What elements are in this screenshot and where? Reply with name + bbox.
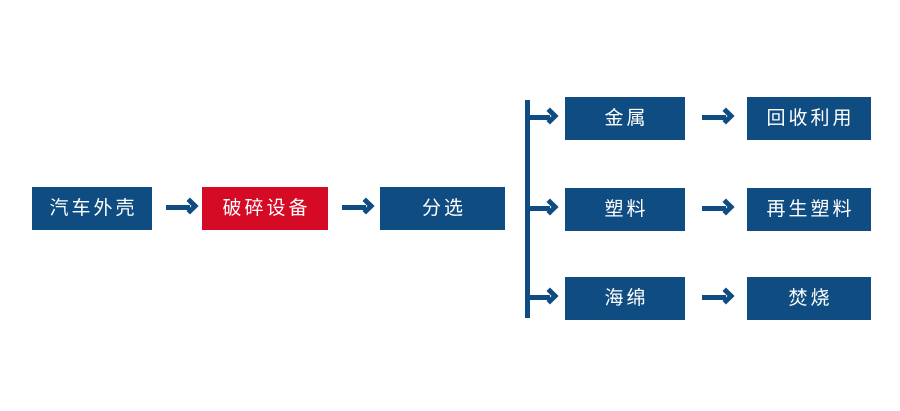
- arrow-shaft: [702, 206, 726, 211]
- arrow-shaft: [702, 115, 726, 120]
- arrow-head: [541, 198, 559, 216]
- arrow-head: [717, 287, 735, 305]
- node-plastic-outcome[interactable]: 再生塑料: [747, 188, 871, 231]
- arrow-crusher-to-sorting: [342, 197, 375, 219]
- arrow-shell-to-crusher: [166, 197, 199, 219]
- node-crusher-label: 破碎设备: [222, 198, 311, 219]
- node-metal-material-label: 金属: [604, 108, 649, 129]
- arrow-head: [181, 197, 199, 215]
- node-sponge-material-label: 海绵: [604, 288, 649, 309]
- node-plastic-material[interactable]: 塑料: [565, 188, 685, 231]
- arrow-head: [717, 198, 735, 216]
- arrow-spine-to-metal: [525, 107, 559, 129]
- arrow-sponge-to-burn: [702, 287, 735, 309]
- arrow-shaft: [525, 295, 550, 300]
- node-sorting-label: 分选: [421, 198, 466, 219]
- arrow-shaft: [702, 295, 726, 300]
- arrow-metal-to-recycle: [702, 107, 735, 129]
- arrow-head: [541, 287, 559, 305]
- arrow-spine-to-plastic: [525, 198, 559, 220]
- node-car-shell-label: 汽车外壳: [49, 198, 138, 219]
- node-plastic-outcome-label: 再生塑料: [766, 199, 855, 220]
- node-crusher[interactable]: 破碎设备: [202, 187, 328, 230]
- node-metal-material[interactable]: 金属: [565, 97, 685, 140]
- node-sorting[interactable]: 分选: [380, 187, 505, 230]
- arrow-shaft: [166, 205, 190, 210]
- node-car-shell[interactable]: 汽车外壳: [32, 187, 152, 230]
- node-sponge-outcome-label: 焚烧: [788, 288, 833, 309]
- arrow-head: [717, 107, 735, 125]
- node-sponge-outcome[interactable]: 焚烧: [747, 277, 871, 320]
- node-metal-outcome-label: 回收利用: [766, 108, 855, 129]
- node-metal-outcome[interactable]: 回收利用: [747, 97, 871, 140]
- node-sponge-material[interactable]: 海绵: [565, 277, 685, 320]
- arrow-shaft: [525, 206, 550, 211]
- node-plastic-material-label: 塑料: [604, 199, 649, 220]
- arrow-head: [357, 197, 375, 215]
- arrow-plastic-to-regen: [702, 198, 735, 220]
- arrow-head: [541, 107, 559, 125]
- arrow-spine-to-sponge: [525, 287, 559, 309]
- arrow-shaft: [342, 205, 366, 210]
- arrow-shaft: [525, 115, 550, 120]
